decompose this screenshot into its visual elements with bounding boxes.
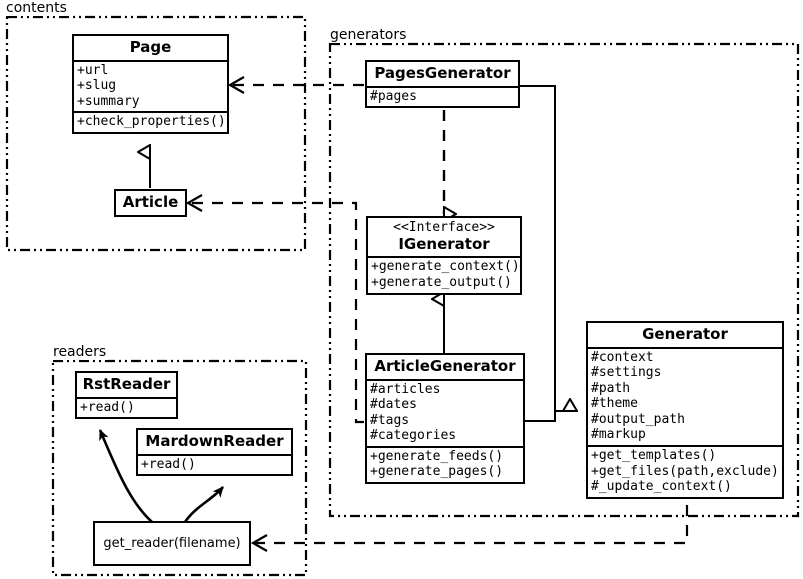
class-member: +generate_output() [371, 275, 512, 291]
class-box-article[interactable]: Article [114, 189, 187, 217]
class-member: #output_path [591, 411, 685, 427]
class-box-mardownreader[interactable]: MardownReader +read() [136, 428, 293, 477]
relation-articlegenerator-inherits-generator [525, 411, 570, 422]
class-operations-rstreader: +read() [77, 396, 176, 418]
class-member: +summary [77, 93, 140, 109]
class-box-page[interactable]: Page +url +slug +summary +check_properti… [72, 34, 229, 134]
class-member: #articles [370, 381, 441, 397]
class-name-article: Article [122, 193, 179, 211]
class-member: #_update_context() [591, 479, 732, 495]
class-name-label: IGenerator [398, 234, 490, 253]
class-member: #markup [591, 427, 646, 443]
relation-articlegenerator-uses-article [190, 201, 364, 424]
class-member: +check_properties() [77, 114, 226, 130]
arrowhead-dependency-get-reader [250, 534, 268, 552]
package-frame-contents [5, 15, 307, 252]
class-operations-page: +check_properties() [74, 111, 227, 132]
class-member: +generate_context() [371, 259, 520, 275]
class-operations-mardownreader: +read() [138, 453, 291, 475]
class-operations-articlegenerator: +generate_feeds() +generate_pages() [367, 445, 523, 482]
class-box-pagesgenerator[interactable]: PagesGenerator #pages [365, 60, 520, 109]
relation-get-reader-creates-rstreader [98, 429, 153, 523]
function-name-get-reader: get_reader(filename) [103, 536, 241, 551]
class-member: +get_templates() [591, 448, 717, 464]
relation-get-reader-creates-mardownreader [183, 486, 224, 523]
class-operations-igenerator: +generate_context() +generate_output() [368, 256, 520, 292]
class-member: +read() [141, 456, 196, 472]
class-name-pagesgenerator: PagesGenerator [374, 64, 511, 82]
package-label-contents: contents [4, 0, 69, 16]
class-name-page: Page [129, 38, 172, 56]
class-member: #categories [370, 428, 457, 444]
package-frame-readers [51, 359, 308, 577]
relation-generator-uses-get-reader [255, 505, 689, 545]
class-box-articlegenerator[interactable]: ArticleGenerator #articles #dates #tags … [365, 353, 525, 485]
class-attributes-generator: #context #settings #path #theme #output_… [588, 346, 782, 446]
class-attributes-page: +url +slug +summary [74, 59, 227, 112]
class-member: +generate_pages() [370, 464, 504, 480]
class-operations-generator: +get_templates() +get_files(path,exclude… [588, 445, 782, 497]
package-label-readers: readers [51, 344, 109, 360]
class-name-rstreader: RstReader [82, 375, 171, 393]
class-name-generator: Generator [642, 325, 728, 343]
class-member: #settings [591, 365, 662, 381]
class-box-rstreader[interactable]: RstReader +read() [75, 371, 178, 420]
class-name-mardownreader: MardownReader [145, 432, 284, 450]
class-member: +url [77, 62, 109, 78]
class-name-articlegenerator: ArticleGenerator [374, 357, 516, 375]
relation-pagesgenerator-inherits-generator [519, 85, 556, 411]
class-member: #context [591, 349, 654, 365]
class-box-igenerator[interactable]: <<Interface>> IGenerator +generate_conte… [366, 216, 522, 295]
class-box-generator[interactable]: Generator #context #settings #path #them… [586, 321, 784, 499]
class-member: +get_files(path,exclude) [591, 463, 779, 479]
class-attributes-pagesgenerator: #pages [367, 85, 518, 107]
class-member: #path [591, 380, 631, 396]
class-member: #dates [370, 397, 417, 413]
class-member: #theme [591, 396, 638, 412]
class-name-igenerator: <<Interface>> IGenerator [368, 218, 520, 256]
class-member: +slug [77, 78, 117, 94]
class-member: +generate_feeds() [370, 448, 504, 464]
function-box-get-reader[interactable]: get_reader(filename) [93, 521, 251, 566]
class-stereotype-igenerator: <<Interface>> [393, 220, 495, 235]
package-label-generators: generators [328, 27, 409, 43]
arrowhead-dependency-article [185, 194, 203, 212]
package-frame-generators [328, 42, 800, 518]
class-member: #pages [370, 88, 417, 104]
arrowhead-dependency-page [227, 76, 245, 94]
class-member: +read() [80, 399, 135, 415]
class-member: #tags [370, 412, 410, 428]
class-attributes-articlegenerator: #articles #dates #tags #categories [367, 378, 523, 446]
